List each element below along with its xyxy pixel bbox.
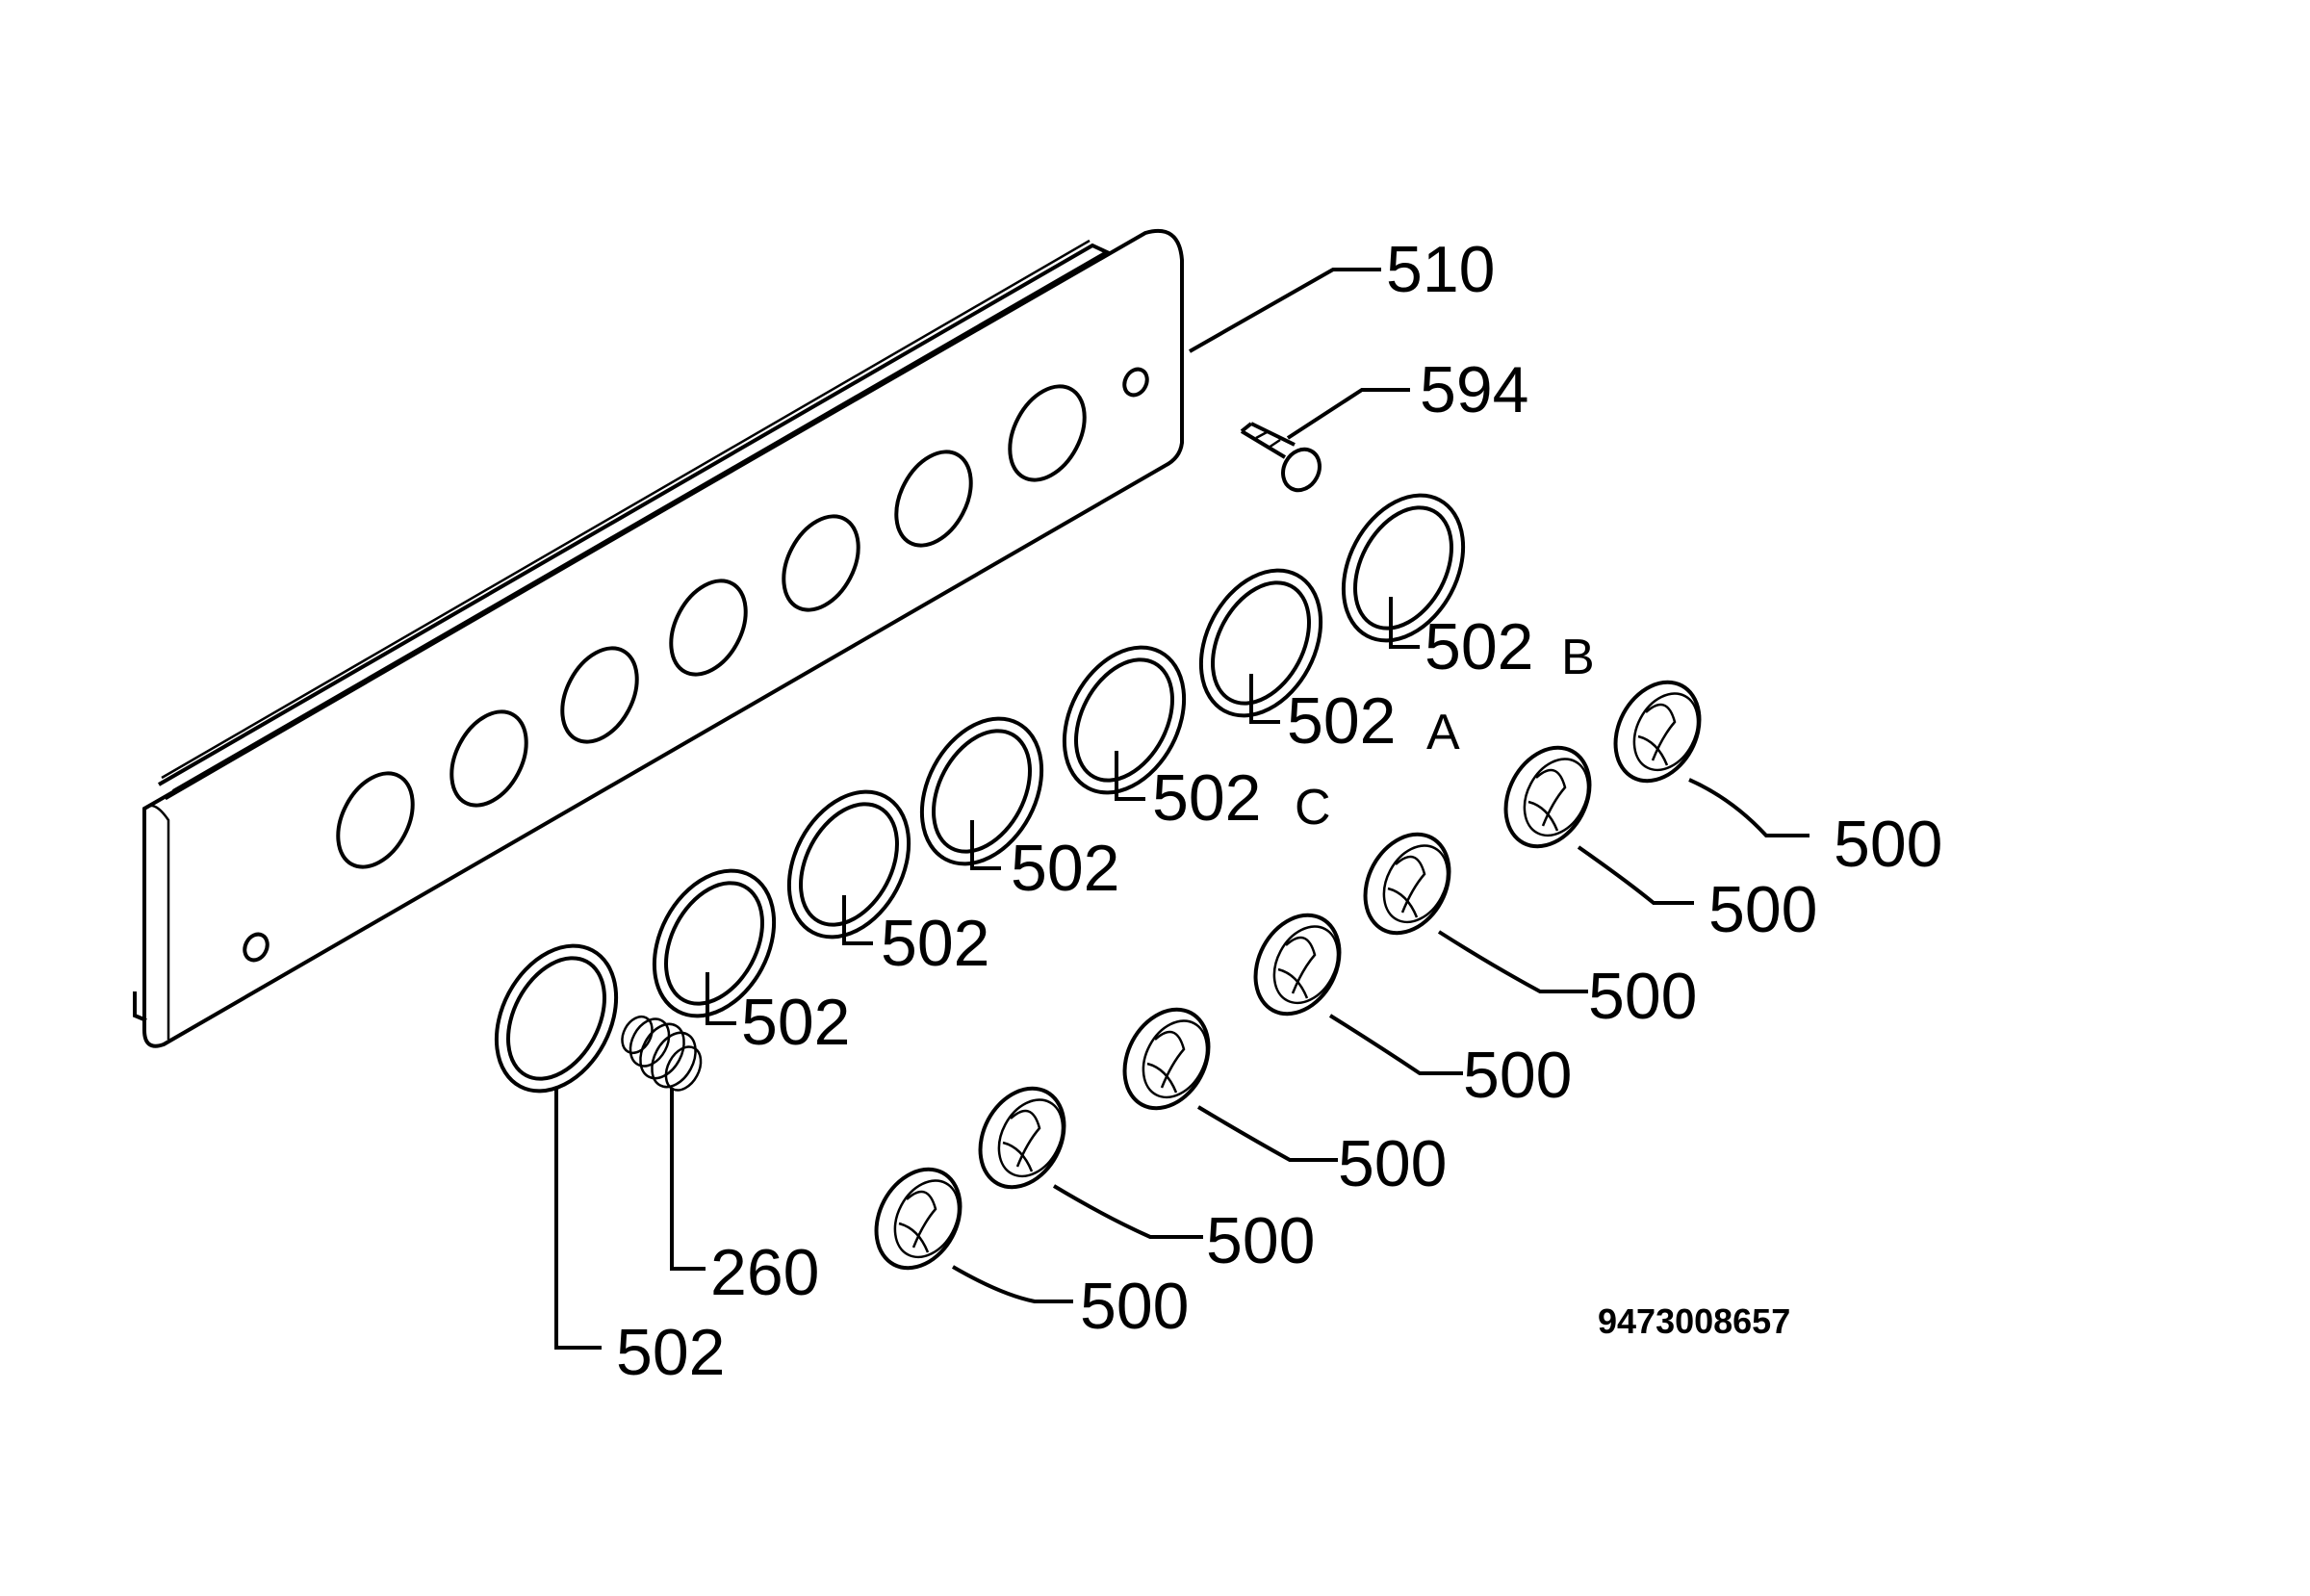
label-502: 502	[616, 1316, 725, 1389]
knob	[1503, 745, 1592, 849]
knob	[1613, 680, 1702, 784]
label-500: 500	[1588, 960, 1697, 1033]
label-500: 500	[1206, 1204, 1315, 1277]
label-502a: 502	[1287, 684, 1396, 758]
label-260: 260	[710, 1236, 819, 1309]
label-502: 502	[1011, 832, 1119, 905]
part-labels: 510 594 502 B 502 A 502 C 502 502 502 50…	[616, 233, 1942, 1389]
bezel-ring	[1062, 645, 1187, 795]
label-500: 500	[1463, 1039, 1572, 1112]
label-502c-suffix: C	[1295, 780, 1331, 836]
bezel-ring	[1341, 493, 1466, 643]
knob	[1253, 913, 1342, 1017]
drawing-code: 9473008657	[1598, 1301, 1790, 1341]
label-502c: 502	[1152, 761, 1261, 835]
label-510: 510	[1386, 233, 1495, 306]
bezel-ring	[652, 868, 777, 1018]
bezel-ring	[919, 716, 1044, 866]
bezel-ring	[1198, 568, 1323, 718]
indicator-lamp	[1240, 422, 1322, 493]
leader-lines	[554, 268, 1810, 1350]
knob	[1363, 832, 1451, 936]
control-knobs	[874, 680, 1702, 1271]
label-500: 500	[1338, 1127, 1447, 1200]
knob	[874, 1167, 962, 1271]
label-500: 500	[1080, 1270, 1189, 1343]
label-500: 500	[1834, 808, 1942, 881]
label-502b: 502	[1424, 610, 1533, 683]
label-502b-suffix: B	[1561, 630, 1595, 685]
label-500: 500	[1708, 873, 1817, 946]
spring	[621, 1015, 703, 1092]
knob	[1122, 1007, 1211, 1111]
label-502: 502	[741, 986, 850, 1059]
knob	[978, 1086, 1066, 1190]
label-502: 502	[881, 907, 989, 980]
label-502a-suffix: A	[1426, 705, 1460, 760]
bezel-rings	[494, 493, 1466, 1094]
bezel-ring	[494, 943, 619, 1094]
label-594: 594	[1420, 353, 1528, 426]
bezel-ring	[786, 789, 911, 940]
control-panel	[133, 228, 1184, 1048]
